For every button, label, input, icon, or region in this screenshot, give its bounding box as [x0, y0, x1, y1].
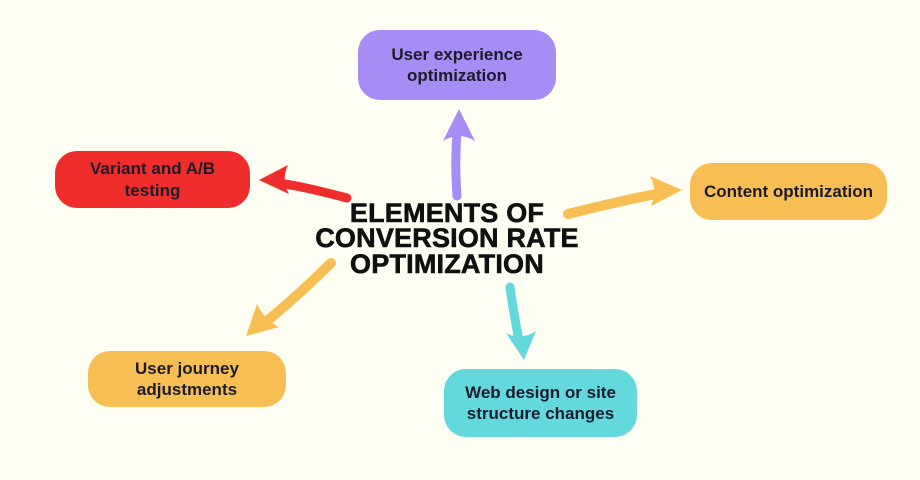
title-line-2: CONVERSION RATE — [315, 223, 579, 254]
node-user-experience-optimization: User experience optimization — [358, 30, 556, 100]
arrow-down-icon — [505, 282, 536, 360]
node-label: Variant and A/B testing — [89, 159, 215, 200]
node-label: User experience optimization — [391, 44, 523, 85]
arrow-left-icon — [259, 165, 352, 203]
node-variant-ab-testing: Variant and A/B testing — [55, 151, 250, 208]
diagram-title: ELEMENTS OF CONVERSION RATE OPTIMIZATION — [297, 198, 597, 279]
node-label: Web design or site structure changes — [465, 382, 616, 423]
node-web-design-changes: Web design or site structure changes — [444, 369, 637, 437]
node-label: Content optimization — [703, 181, 874, 201]
arrow-down-left-icon — [246, 258, 336, 336]
arrow-right-icon — [563, 176, 682, 219]
node-user-journey-adjustments: User journey adjustments — [88, 351, 286, 407]
node-label: User journey adjustments — [135, 358, 239, 399]
title-line-1: ELEMENTS OF — [349, 198, 545, 228]
arrow-up-icon — [443, 109, 475, 201]
title-line-3: OPTIMIZATION — [350, 248, 544, 279]
node-content-optimization: Content optimization — [690, 163, 887, 220]
